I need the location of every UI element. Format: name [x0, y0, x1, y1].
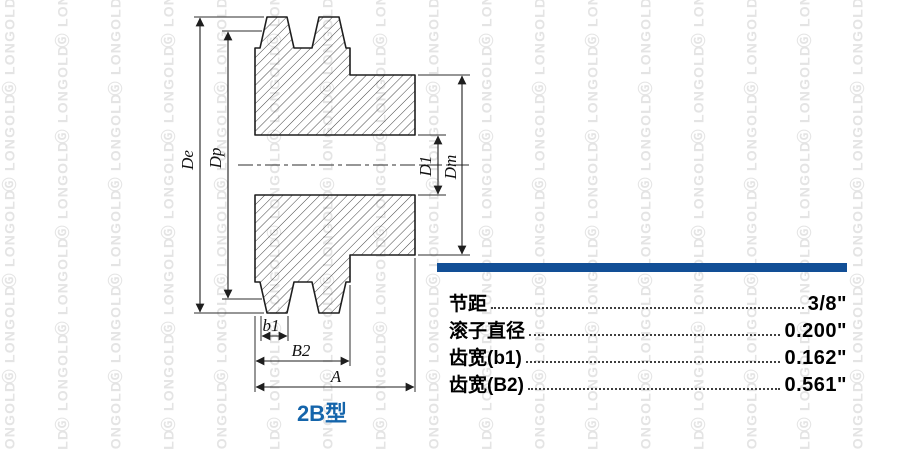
- dotted-leader: [527, 388, 781, 390]
- watermark-text: Ⓖ LONGOLD: [584, 140, 601, 240]
- spec-panel: 节距 3/8" 滚子直径 0.200" 齿宽(b1) 0.162" 齿宽(B2)…: [437, 263, 847, 397]
- spec-row-pitch: 节距 3/8": [449, 289, 847, 316]
- sprocket-cross-section-drawing: De Dp D1 Dm b1 B2 A 2B型: [178, 16, 472, 426]
- spec-row-roller-diameter: 滚子直径 0.200": [449, 316, 847, 343]
- watermark-text: Ⓖ LONGOLD: [849, 380, 866, 450]
- label-de-outer-diameter: De: [178, 150, 197, 171]
- spec-divider-bar: [437, 263, 847, 272]
- watermark-text: Ⓖ LONGOLD: [582, 429, 602, 450]
- spec-value-pitch: 3/8": [807, 293, 847, 315]
- label-dp-pitch-diameter: Dp: [206, 148, 225, 170]
- watermark-text: Ⓖ LONGOLD: [637, 92, 654, 192]
- label-b1-tooth-width: b1: [263, 316, 280, 335]
- dotted-leader: [491, 307, 804, 309]
- label-dm-hub-diameter: Dm: [441, 155, 460, 181]
- spec-row-tooth-width-b1: 齿宽(b1) 0.162": [449, 343, 847, 370]
- dotted-leader: [525, 361, 781, 363]
- spec-label-roller-diameter: 滚子直径: [449, 321, 526, 342]
- spec-value-tooth-width-b1: 0.162": [784, 347, 847, 369]
- watermark-text: Ⓖ LONGOLD: [849, 0, 866, 96]
- spec-value-roller-diameter: 0.200": [784, 320, 847, 342]
- watermark-text: Ⓖ LONGOLD: [849, 92, 866, 192]
- sprocket-section-lower: [254, 194, 416, 314]
- spec-value-tooth-width-b2: 0.561": [784, 374, 847, 396]
- watermark-text: Ⓖ LONGOLD: [794, 429, 814, 450]
- dotted-leader: [529, 334, 781, 336]
- watermark-text: Ⓖ LONGOLD: [688, 0, 708, 47]
- dimension-lines: [195, 17, 467, 392]
- label-a-overall-width: A: [330, 367, 342, 386]
- watermark-text: Ⓖ LONGOLD: [584, 44, 601, 144]
- spec-label-pitch: 节距: [449, 294, 488, 315]
- spec-row-tooth-width-b2: 齿宽(B2) 0.561": [449, 370, 847, 397]
- watermark-text: Ⓖ LONGOLD: [688, 429, 708, 450]
- spec-label-tooth-width-b1: 齿宽(b1): [449, 348, 522, 369]
- extension-lines: [194, 16, 470, 392]
- label-d1-bore-diameter: D1: [416, 156, 435, 178]
- watermark-text: Ⓖ LONGOLD: [531, 0, 548, 96]
- watermark-text: Ⓖ LONGOLD: [637, 0, 654, 96]
- spec-rows: 节距 3/8" 滚子直径 0.200" 齿宽(b1) 0.162" 齿宽(B2)…: [437, 289, 847, 397]
- watermark-text: Ⓖ LONGOLD: [690, 44, 707, 144]
- watermark-text: Ⓖ LONGOLD: [849, 284, 866, 384]
- dimension-labels: De Dp D1 Dm b1 B2 A: [178, 148, 460, 386]
- watermark-text: Ⓖ LONGOLD: [743, 92, 760, 192]
- label-b2-overall-tooth-width: B2: [292, 341, 311, 360]
- drawing-caption: 2B型: [297, 401, 347, 426]
- sprocket-section-upper: [254, 16, 416, 136]
- watermark-text: Ⓖ LONGOLD: [796, 44, 813, 144]
- watermark-text: Ⓖ LONGOLD: [531, 92, 548, 192]
- watermark-text: Ⓖ LONGOLD: [690, 140, 707, 240]
- spec-label-tooth-width-b2: 齿宽(B2): [449, 375, 524, 396]
- watermark-text: Ⓖ LONGOLD: [794, 0, 814, 47]
- watermark-text: Ⓖ LONGOLD: [743, 0, 760, 96]
- watermark-text: Ⓖ LONGOLD: [849, 188, 866, 288]
- watermark-text: Ⓖ LONGOLD: [796, 140, 813, 240]
- watermark-text: Ⓖ LONGOLD: [582, 0, 602, 47]
